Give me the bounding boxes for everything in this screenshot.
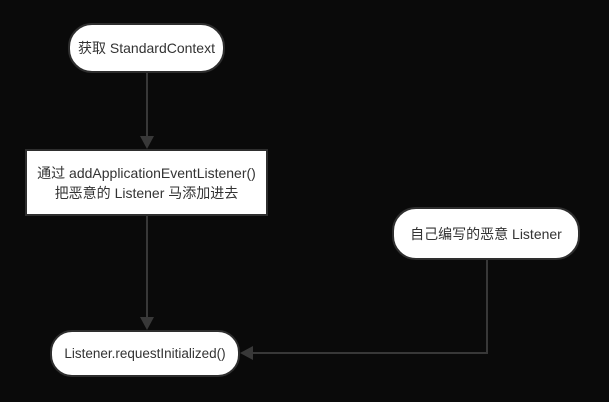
node-label: 获取 StandardContext [78, 40, 215, 56]
node-add-application-event-listener: 通过 addApplicationEventListener() 把恶意的 Li… [25, 149, 268, 216]
node-malicious-listener: 自己编写的恶意 Listener [392, 207, 580, 260]
node-request-initialized: Listener.requestInitialized() [50, 330, 240, 377]
node-get-standard-context: 获取 StandardContext [68, 23, 225, 73]
node-label: Listener.requestInitialized() [64, 345, 226, 361]
arrowhead-down-icon [140, 317, 154, 330]
node-label: 通过 addApplicationEventListener() 把恶意的 Li… [37, 164, 256, 201]
arrowhead-down-icon [140, 136, 154, 149]
arrowhead-left-icon [240, 346, 253, 360]
node-label: 自己编写的恶意 Listener [410, 225, 562, 242]
edge-getcontext-to-addlistener [140, 73, 154, 149]
edge-addlistener-to-requestinitialized [140, 216, 154, 330]
edge-maliciouslistener-to-requestinitialized [240, 260, 488, 360]
